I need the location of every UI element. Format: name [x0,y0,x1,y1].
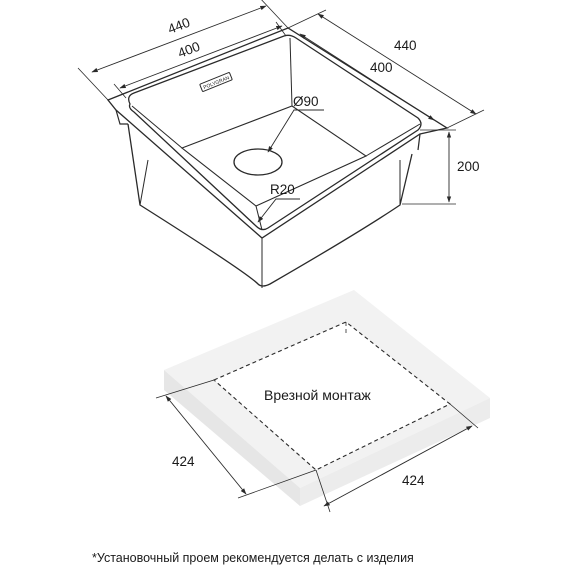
sink-body: POLYGRAN [106,27,449,288]
dim-drain-diameter-text: Ø90 [293,94,319,109]
dim-corner-radius-text: R20 [270,182,295,197]
sink-bowl-wall-left [131,105,183,149]
dim-drain-diameter: Ø90 [267,94,324,153]
dim-inner-width-text: 400 [176,39,202,61]
sink-rim-right-edge [417,133,421,151]
dim-outer-depth-text: 440 [394,38,417,53]
mounting-type-label: Врезной монтаж [264,387,371,403]
dim-cutout-depth-text: 424 [172,454,195,469]
dim-height-text: 200 [457,159,480,174]
sink-body-corner-left [139,159,149,206]
sink-body-outline [127,123,413,287]
brand-logo: POLYGRAN [199,72,233,92]
dim-inner-depth: 400 [299,33,435,121]
dim-corner-radius: R20 [257,182,300,223]
dim-cutout-width: 424 [315,403,479,513]
dim-cutout-width-text: 424 [402,473,425,488]
dim-outer-width-text: 440 [166,15,192,37]
sink-rim-outline [106,27,449,239]
footnote: *Установочный проем рекомендуется делать… [92,551,414,565]
drain-hole [233,148,283,176]
sink-rim-front [115,109,128,125]
dim-cutout-depth: 424 [155,379,317,499]
dim-height: 200 [402,129,480,205]
sink-bowl-wall-right [365,123,421,157]
sink-bowl-wall-back [289,37,293,107]
dim-inner-depth-text: 400 [370,60,393,75]
sink-bowl-top-edge [128,34,422,231]
